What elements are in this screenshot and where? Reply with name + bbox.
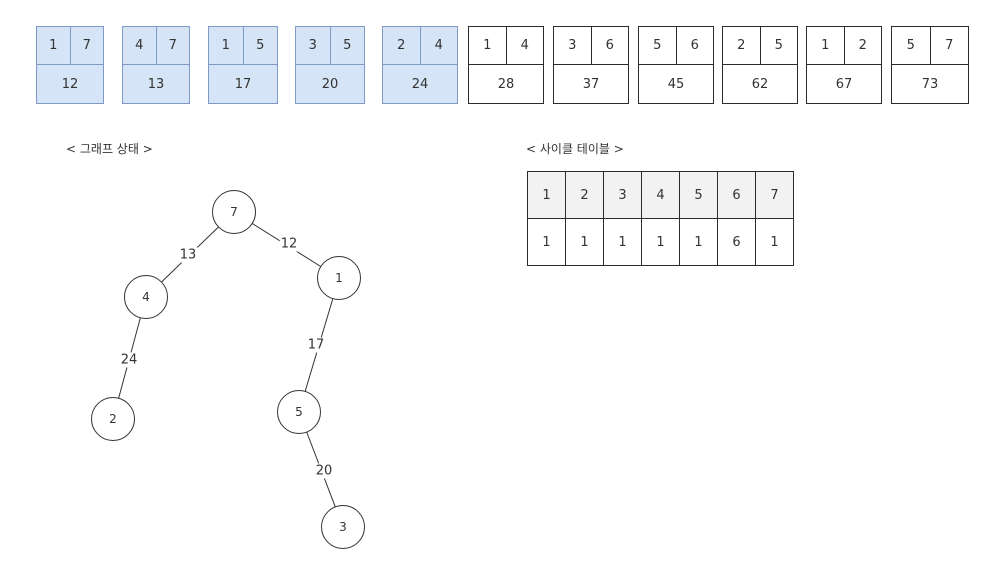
- graph-node-3: 3: [321, 505, 365, 549]
- edge-from: 1: [807, 27, 845, 64]
- edge-from: 5: [892, 27, 931, 64]
- edge-to: 4: [434, 38, 443, 53]
- edge-from: 3: [554, 27, 592, 64]
- value-cell: 1: [527, 218, 566, 266]
- graph-node-2: 2: [91, 397, 135, 441]
- value-cell: 1: [603, 218, 642, 266]
- header-cell: 6: [717, 171, 756, 219]
- edge-to: 6: [605, 38, 614, 53]
- edge-from: 3: [296, 27, 331, 64]
- edge-to: 5: [774, 38, 783, 53]
- edge-to: 7: [945, 38, 954, 53]
- header-cell: 5: [679, 171, 718, 219]
- graph-node-1: 1: [317, 256, 361, 300]
- edge-weight: 12: [61, 76, 79, 92]
- header-cell: 3: [603, 171, 642, 219]
- cycle-table: 1 2 3 4 5 6 7 1 1 1 1 1 6 1: [527, 171, 794, 266]
- header-cell: 2: [565, 171, 604, 219]
- graph-title: < 그래프 상태 >: [66, 142, 153, 156]
- edge-to: 5: [343, 38, 352, 53]
- value-cell: 1: [755, 218, 794, 266]
- edge-from: 2: [383, 27, 421, 64]
- edge-weight: 45: [667, 76, 685, 92]
- edge-label: 17: [306, 337, 326, 353]
- edge-weight: 67: [835, 76, 853, 92]
- edge-from: 4: [123, 27, 157, 64]
- edge-weight: 17: [234, 76, 252, 92]
- edge-to: 6: [690, 38, 699, 53]
- cycle-table-value-row: 1 1 1 1 1 6 1: [527, 218, 794, 266]
- edge-from: 2: [723, 27, 761, 64]
- edge-to: 7: [82, 38, 91, 53]
- edge-to: 5: [256, 38, 265, 53]
- edge-weight: 24: [411, 76, 429, 92]
- value-cell: 1: [565, 218, 604, 266]
- edge-weight: 20: [321, 76, 339, 92]
- edge-to: 7: [168, 38, 177, 53]
- graph-node-5: 5: [277, 390, 321, 434]
- header-cell: 7: [755, 171, 794, 219]
- graph-node-7: 7: [212, 190, 256, 234]
- edge-to: 2: [858, 38, 867, 53]
- value-cell: 6: [717, 218, 756, 266]
- edge-label: 13: [178, 247, 198, 263]
- edge-weight: 37: [582, 76, 600, 92]
- graph-node-4: 4: [124, 275, 168, 319]
- value-cell: 1: [641, 218, 680, 266]
- edge-weight: 13: [147, 76, 165, 92]
- header-cell: 1: [527, 171, 566, 219]
- edge-weight: 73: [921, 76, 939, 92]
- edge-from: 1: [469, 27, 507, 64]
- edge-from: 1: [209, 27, 244, 64]
- edge-label: 24: [119, 352, 139, 368]
- edge-from: 5: [639, 27, 677, 64]
- cycle-table-header-row: 1 2 3 4 5 6 7: [527, 171, 794, 219]
- edge-weight: 62: [751, 76, 769, 92]
- edge-label: 12: [279, 236, 299, 252]
- header-cell: 4: [641, 171, 680, 219]
- edge-label: 20: [314, 463, 334, 479]
- edge-weight: 28: [497, 76, 515, 92]
- value-cell: 1: [679, 218, 718, 266]
- edge-from: 1: [37, 27, 71, 64]
- cycle-table-title: < 사이클 테이블 >: [526, 142, 624, 156]
- edge-to: 4: [520, 38, 529, 53]
